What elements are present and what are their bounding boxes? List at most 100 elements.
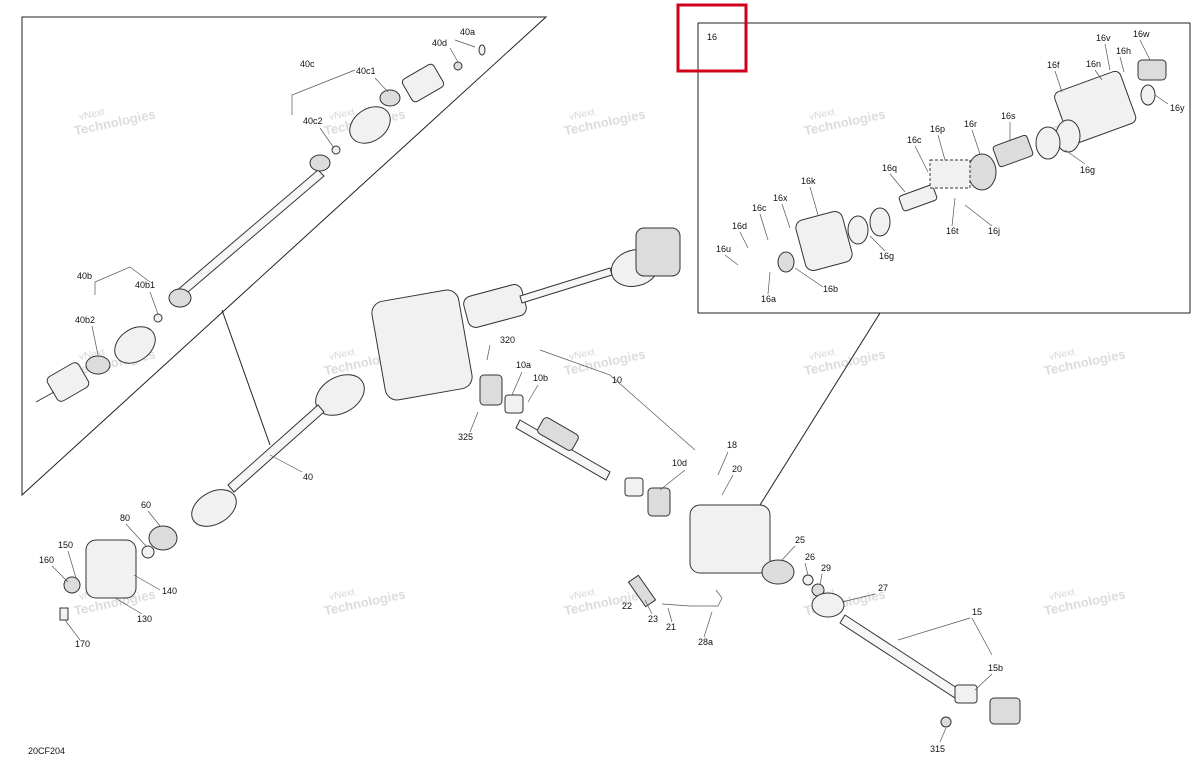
- yoke-10d: [647, 487, 671, 517]
- label-16d: 16d: [732, 221, 747, 231]
- label-16q: 16q: [882, 163, 897, 173]
- gearbox-16-exploded: [777, 59, 1167, 273]
- label-170: 170: [75, 639, 90, 649]
- label-16c-top: 16c: [907, 135, 922, 145]
- label-315: 315: [930, 744, 945, 754]
- label-15b: 15b: [988, 663, 1003, 673]
- ring-16g-left: [869, 207, 891, 237]
- spring-23: [627, 574, 657, 608]
- upper-right-hub: [635, 227, 681, 277]
- gearbox-detail-labels: 16 16w 16v 16h 16n 16f 16y 16s 16r 16p 1…: [707, 29, 1185, 304]
- label-20: 20: [732, 464, 742, 474]
- watermark-line1: vNext: [328, 347, 356, 363]
- label-40c: 40c: [300, 59, 315, 69]
- label-130: 130: [137, 614, 152, 624]
- label-16x: 16x: [773, 193, 788, 203]
- wheel-hub-130: [85, 539, 137, 599]
- cv-housing-lower: [46, 362, 90, 402]
- diagram-code: 20CF204: [28, 746, 65, 756]
- label-60: 60: [141, 500, 151, 510]
- gearbox-detail-frame: [697, 22, 1191, 314]
- axle-detail-frame: [21, 16, 548, 497]
- rear-driveshaft-15: [839, 614, 961, 699]
- label-15: 15: [972, 607, 982, 617]
- label-26: 26: [805, 552, 815, 562]
- label-16c-left: 16c: [752, 203, 767, 213]
- yoke-320: [479, 374, 503, 406]
- label-16p: 16p: [930, 124, 945, 134]
- label-10d: 10d: [672, 458, 687, 468]
- pin-170: [59, 607, 69, 621]
- highlight-box: [676, 3, 748, 73]
- circlip-40a: [478, 44, 486, 56]
- label-22: 22: [622, 601, 632, 611]
- watermark-line1: vNext: [568, 587, 596, 603]
- watermark-line1: vNext: [328, 107, 356, 123]
- ring-40c1: [379, 89, 401, 107]
- cv-boot-upper: [349, 106, 391, 144]
- cv-boot-lower: [114, 326, 156, 364]
- label-40: 40: [303, 472, 313, 482]
- label-21: 21: [666, 622, 676, 632]
- label-40b2: 40b2: [75, 315, 95, 325]
- shaft-16q: [898, 184, 938, 212]
- label-40c2: 40c2: [303, 116, 323, 126]
- label-16f: 16f: [1047, 60, 1060, 70]
- gearbox-callout-line: [754, 312, 881, 514]
- label-16-highlighted: 16: [707, 32, 717, 42]
- label-16k: 16k: [801, 176, 816, 186]
- watermark-line1: vNext: [1048, 347, 1076, 363]
- label-16j: 16j: [988, 226, 1000, 236]
- ring-16g-left-b: [847, 215, 869, 245]
- front-differential-housing: [689, 504, 771, 574]
- label-16g-right: 16g: [1080, 165, 1095, 175]
- upper-right-cv-inner: [463, 284, 527, 328]
- watermark-line1: vNext: [568, 347, 596, 363]
- label-28a: 28a: [698, 637, 713, 647]
- watermark-line1: vNext: [568, 107, 596, 123]
- label-40b: 40b: [77, 271, 92, 281]
- washer-26: [802, 574, 814, 586]
- label-160: 160: [39, 555, 54, 565]
- label-140: 140: [162, 586, 177, 596]
- upper-right-axle-shaft: [519, 267, 613, 304]
- main-assembly: [59, 227, 1021, 728]
- label-40d: 40d: [432, 38, 447, 48]
- label-10b: 10b: [533, 373, 548, 383]
- label-80: 80: [120, 513, 130, 523]
- housing-16k: [795, 210, 853, 272]
- nut-160: [63, 576, 81, 594]
- label-16h: 16h: [1116, 46, 1131, 56]
- front-driveshaft-10: [515, 419, 611, 481]
- label-16a: 16a: [761, 294, 776, 304]
- plate-16p: [929, 159, 971, 189]
- watermark-line1: vNext: [1048, 587, 1076, 603]
- axle-40-exploded: [35, 44, 486, 403]
- watermark-line1: vNext: [328, 587, 356, 603]
- tripod-40c2: [309, 154, 331, 172]
- label-25: 25: [795, 535, 805, 545]
- rear-yoke: [989, 697, 1021, 725]
- spline-stub: [35, 391, 55, 403]
- gear-16r: [967, 153, 997, 191]
- ring-40b2: [85, 355, 111, 375]
- flange-27: [811, 592, 845, 618]
- tripod-lower: [168, 288, 192, 308]
- main-labels: 40 320 10a 10b 10 325 10d 18 20 25 26 29…: [39, 335, 1003, 754]
- label-40b1: 40b1: [135, 280, 155, 290]
- driveshaft-boot: [537, 417, 579, 451]
- cap-16w: [1137, 59, 1167, 81]
- label-16y: 16y: [1170, 103, 1185, 113]
- label-320: 320: [500, 335, 515, 345]
- label-40a: 40a: [460, 27, 475, 37]
- main-axle-40-shaft: [227, 404, 325, 493]
- clip-40d: [453, 61, 463, 71]
- label-27: 27: [878, 583, 888, 593]
- label-10a: 10a: [516, 360, 531, 370]
- main-axle-cv-outer: [191, 489, 237, 527]
- cable-28a: [661, 589, 723, 607]
- watermark-line1: vNext: [808, 107, 836, 123]
- label-16u: 16u: [716, 244, 731, 254]
- label-16g-left: 16g: [879, 251, 894, 261]
